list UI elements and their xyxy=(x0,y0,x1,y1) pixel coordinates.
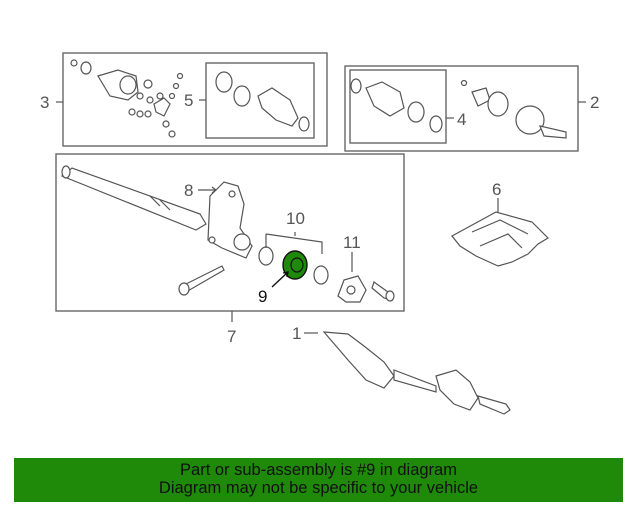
inner-joint-parts xyxy=(70,59,184,138)
banner-line-2: Diagram may not be specific to your vehi… xyxy=(158,479,479,497)
assembly-box-2 xyxy=(344,65,586,152)
callout-8: 8 xyxy=(184,181,193,200)
support-bracket xyxy=(207,181,253,259)
assembly-box-5 xyxy=(199,62,315,139)
callout-2: 2 xyxy=(590,93,599,112)
callout-6: 6 xyxy=(492,180,501,199)
callout-9-arrow xyxy=(271,271,289,288)
callout-10: 10 xyxy=(286,209,305,228)
assembly-box-7 xyxy=(55,153,405,322)
bolt-right xyxy=(371,281,395,302)
callout-5: 5 xyxy=(184,91,193,110)
callout-3: 3 xyxy=(40,93,49,112)
banner-line-1: Part or sub-assembly is #9 in diagram xyxy=(180,461,457,479)
info-banner: Part or sub-assembly is #9 in diagram Di… xyxy=(14,458,623,502)
callout-4: 4 xyxy=(457,110,466,129)
seal-ring-left xyxy=(258,246,274,266)
callout-11: 11 xyxy=(343,233,361,252)
callout-10-bracket xyxy=(265,232,323,254)
assembly-box-3 xyxy=(56,52,328,147)
callout-9: 9 xyxy=(258,287,267,306)
bearing-part-9 xyxy=(282,250,308,280)
callout-1: 1 xyxy=(292,324,301,343)
heat-shield-6 xyxy=(451,198,549,267)
intermediate-shaft xyxy=(60,165,207,231)
bolt-left xyxy=(178,265,225,296)
seal-ring-right xyxy=(313,265,329,285)
cover-plate-11 xyxy=(337,252,367,303)
callout-8-arrow xyxy=(198,186,217,194)
outer-joint-parts xyxy=(460,79,567,139)
callout-7: 7 xyxy=(227,327,236,346)
boot-kit-5 xyxy=(215,71,310,132)
assembly-box-4 xyxy=(349,69,454,144)
boot-kit-4 xyxy=(350,78,443,133)
axle-assembly-1 xyxy=(304,331,511,415)
